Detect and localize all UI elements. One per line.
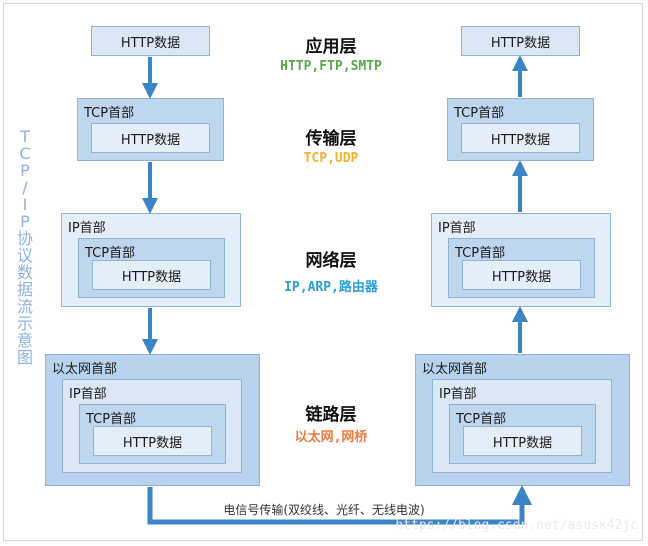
left-link-tcp-box: TCP首部 HTTP数据 (79, 404, 226, 464)
tcp-header-label: TCP首部 (456, 412, 507, 427)
tcp-header-label: TCP首部 (85, 246, 136, 261)
layer-name-application: 应用层 (305, 37, 357, 57)
left-network-tcp-box: TCP首部 HTTP数据 (78, 238, 225, 298)
left-transport-http-box: HTTP数据 (91, 123, 210, 153)
http-data-label: HTTP数据 (491, 269, 552, 285)
side-title-char: 图 (16, 348, 33, 367)
ip-header-label: IP首部 (69, 387, 107, 402)
side-title-char: 数 (16, 263, 33, 282)
physical-medium-caption: 电信号传输(双绞线、光纤、无线电波) (223, 503, 425, 517)
protocols-transport: TCP,UDP (303, 151, 359, 166)
tcp-header-label: TCP首部 (454, 106, 505, 121)
left-network-packet: IP首部 TCP首部 HTTP数据 (61, 213, 241, 307)
side-title-char: C (19, 144, 31, 163)
side-title-char: 据 (16, 280, 33, 299)
right-network-tcp-box: TCP首部 HTTP数据 (448, 238, 595, 298)
side-title-char: T (20, 127, 30, 146)
side-title-char: 流 (16, 297, 33, 316)
ip-header-label: IP首部 (438, 221, 476, 236)
side-title-char: 示 (16, 314, 33, 333)
eth-header-label: 以太网首部 (52, 362, 118, 377)
left-transport-segment: TCP首部 HTTP数据 (77, 98, 224, 161)
left-link-frame: 以太网首部 IP首部 TCP首部 HTTP数据 (45, 354, 260, 486)
tcp-header-label: TCP首部 (455, 246, 506, 261)
http-data-label: HTTP数据 (490, 132, 551, 148)
eth-header-label: 以太网首部 (422, 362, 488, 377)
left-app-http-box: HTTP数据 (91, 26, 210, 56)
diagram-frame (3, 3, 643, 541)
http-data-label: HTTP数据 (120, 35, 181, 51)
right-link-ip-box: IP首部 TCP首部 HTTP数据 (432, 379, 612, 473)
layer-name-link: 链路层 (305, 405, 357, 425)
http-data-label: HTTP数据 (492, 435, 553, 451)
http-data-label: HTTP数据 (120, 132, 181, 148)
protocols-network: IP,ARP,路由器 (284, 280, 378, 295)
tcp-header-label: TCP首部 (86, 412, 137, 427)
protocols-application: HTTP,FTP,SMTP (280, 59, 382, 74)
http-data-label: HTTP数据 (122, 435, 183, 451)
ip-header-label: IP首部 (439, 387, 477, 402)
right-link-tcp-box: TCP首部 HTTP数据 (449, 404, 596, 464)
right-transport-http-box: HTTP数据 (461, 123, 580, 153)
http-data-label: HTTP数据 (490, 35, 551, 51)
side-title-char: P (20, 212, 30, 231)
right-transport-segment: TCP首部 HTTP数据 (447, 98, 594, 161)
ip-header-label: IP首部 (68, 221, 106, 236)
layer-name-network: 网络层 (305, 251, 357, 271)
right-link-frame: 以太网首部 IP首部 TCP首部 HTTP数据 (415, 354, 630, 486)
side-title-char: I (22, 195, 28, 214)
side-title-char: 议 (16, 246, 33, 265)
left-network-http-box: HTTP数据 (92, 260, 211, 290)
side-title-char: 意 (16, 331, 33, 350)
side-title-char: 协 (16, 229, 33, 248)
side-title-char: P (20, 161, 30, 180)
side-title-char: / (22, 178, 28, 197)
layer-name-transport: 传输层 (305, 129, 357, 149)
tcp-header-label: TCP首部 (84, 106, 135, 121)
http-data-label: HTTP数据 (121, 269, 182, 285)
left-link-http-box: HTTP数据 (93, 426, 212, 456)
right-app-http-box: HTTP数据 (461, 26, 580, 56)
right-network-packet: IP首部 TCP首部 HTTP数据 (431, 213, 611, 307)
right-link-http-box: HTTP数据 (463, 426, 582, 456)
protocols-link: 以太网,网桥 (294, 430, 368, 445)
right-network-http-box: HTTP数据 (462, 260, 581, 290)
watermark: https://blog.csdn.net/asusk42jc (395, 518, 638, 533)
left-link-ip-box: IP首部 TCP首部 HTTP数据 (62, 379, 242, 473)
